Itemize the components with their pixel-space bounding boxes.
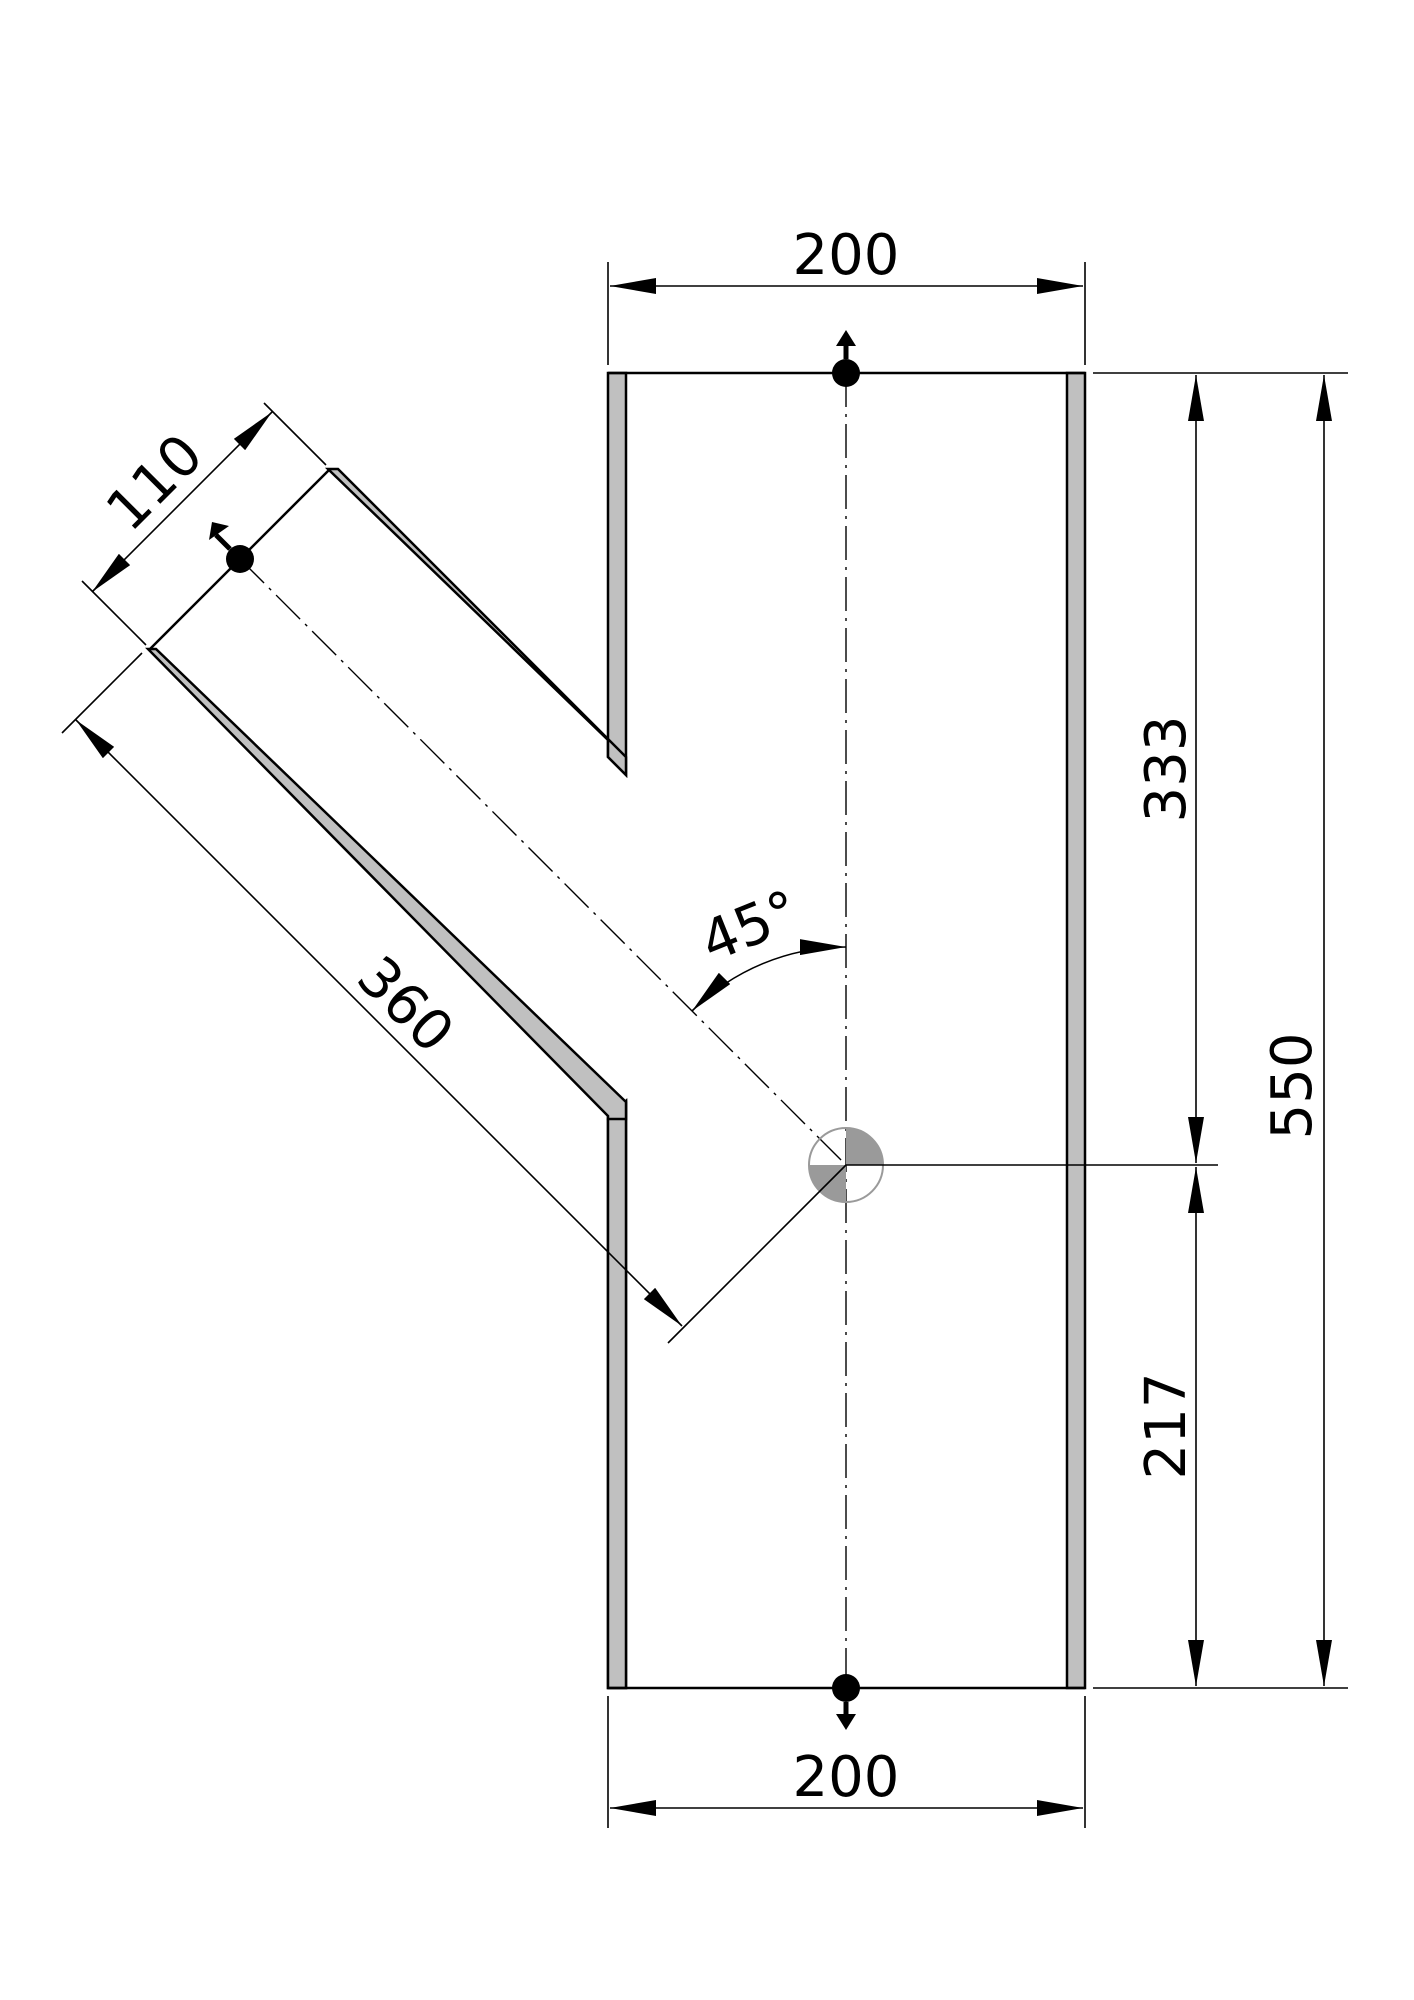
branch-port-marker-icon bbox=[209, 522, 254, 573]
top-port-marker-icon bbox=[832, 330, 860, 387]
dimension-branch-angle-label: 45° bbox=[692, 878, 808, 975]
dimension-upper-length-label: 333 bbox=[1134, 716, 1199, 823]
dimension-bottom-width-label: 200 bbox=[793, 1745, 900, 1810]
bottom-port-marker-icon bbox=[832, 1674, 860, 1730]
dimension-top-width-label: 200 bbox=[793, 223, 900, 288]
main-pipe-left-wall-upper bbox=[606, 371, 628, 779]
dimension-right-side: 333 217 550 bbox=[846, 372, 1348, 1689]
main-pipe bbox=[606, 371, 1087, 1690]
dimension-branch-diameter-label: 110 bbox=[94, 422, 216, 544]
branch-pipe-upper-wall bbox=[324, 467, 628, 779]
dimension-branch-angle: 45° bbox=[691, 878, 847, 1012]
dimension-branch-length: 360 bbox=[61, 652, 847, 1344]
main-pipe-left-wall-lower-b bbox=[606, 1097, 628, 1690]
branch-axis-centre-line bbox=[239, 558, 847, 1166]
dimension-lower-length-label: 217 bbox=[1134, 1373, 1199, 1480]
branch-pipe-lower-wall bbox=[145, 647, 628, 1121]
dimension-bottom-width: 200 bbox=[607, 1696, 1086, 1828]
dimension-total-length-label: 550 bbox=[1260, 1033, 1325, 1140]
dimension-top-width: 200 bbox=[607, 223, 1086, 365]
main-pipe-right-wall bbox=[1065, 371, 1087, 1690]
dimension-branch-length-label: 360 bbox=[344, 944, 466, 1066]
